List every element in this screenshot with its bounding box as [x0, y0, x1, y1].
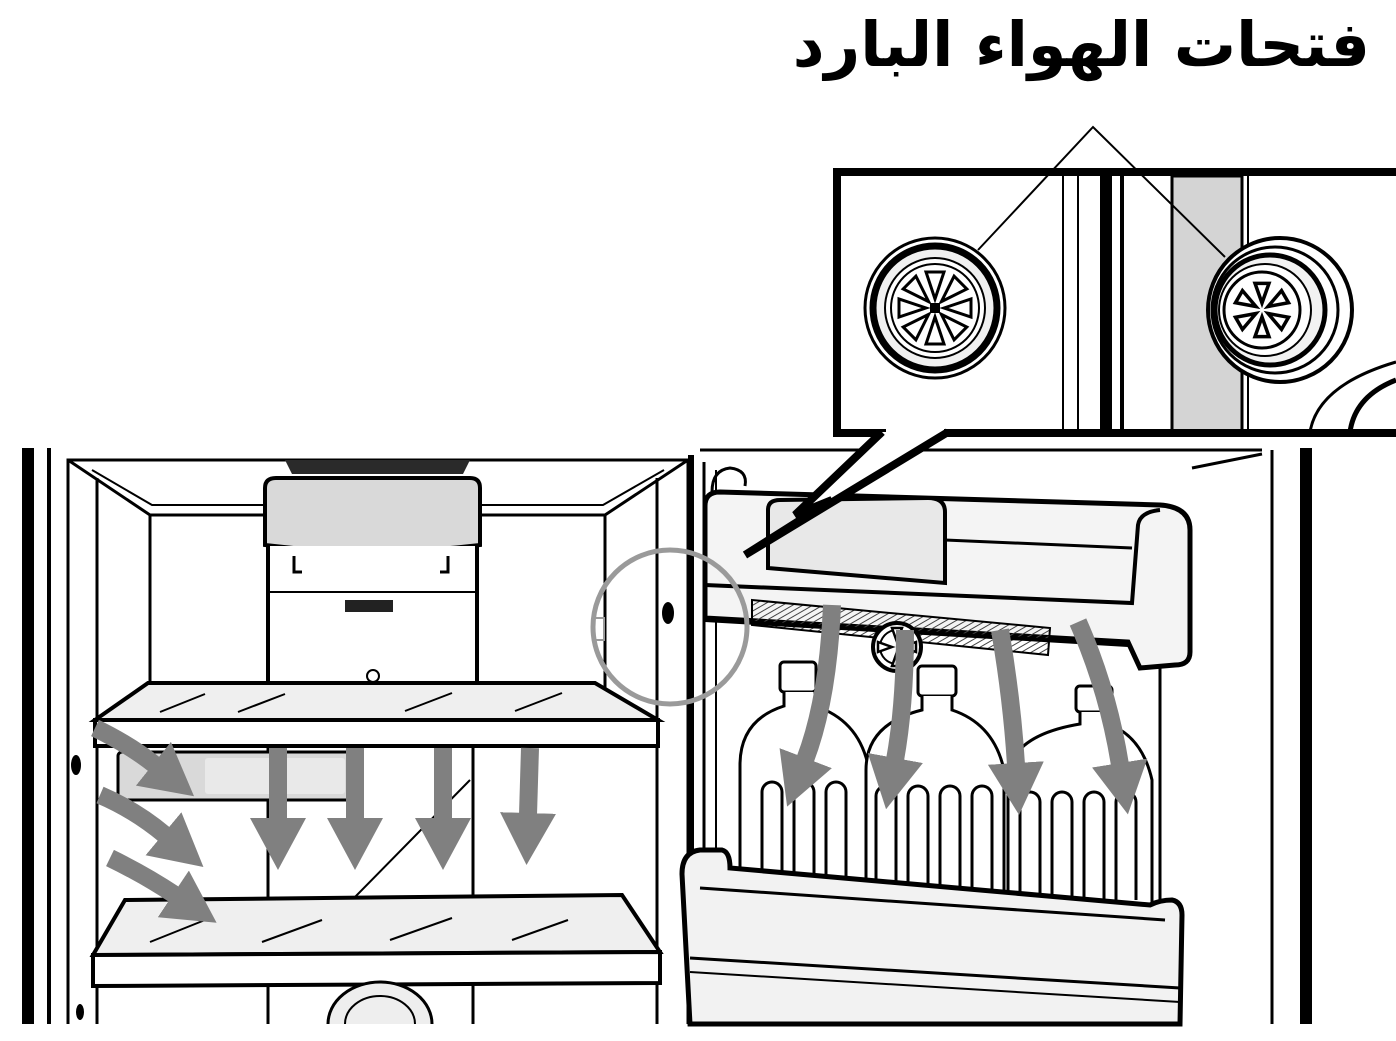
ice-bin-body: [268, 546, 477, 684]
airflow-arrow: [528, 748, 530, 815]
ice-maker-top: [285, 460, 470, 474]
door-gasket-right: [1300, 448, 1312, 1024]
gasket-seam: [1100, 176, 1112, 431]
vent-ring: [1219, 264, 1311, 356]
glass-shelf-upper: [95, 683, 658, 746]
door-dairy-bin: [705, 492, 1190, 671]
shelf-surface: [95, 683, 658, 720]
bottle-cap: [918, 666, 956, 696]
ice-bin-label-plate: [345, 600, 393, 612]
left-vent-icon: [865, 238, 1005, 378]
shelf-surface: [93, 895, 660, 955]
vent-hub: [930, 303, 940, 313]
door-top-bevel: [1192, 454, 1262, 468]
bottles: [740, 662, 1152, 904]
ice-bin: [265, 460, 480, 684]
door-hook: [712, 468, 745, 492]
callout-label: فتحات الهواء البارد: [793, 6, 1370, 84]
bottle-cap: [780, 662, 816, 692]
airflow-arrow: [110, 858, 175, 895]
cabinet-edge: [22, 448, 34, 1024]
right-vent-icon: [1208, 238, 1352, 382]
glass-shelf-lower: [93, 895, 660, 986]
bottle-body: [866, 696, 1004, 902]
door-knob: [662, 602, 674, 624]
bottle: [866, 666, 1004, 902]
highlight-circle: [593, 550, 747, 704]
hinge-mark-lower: [76, 1004, 84, 1020]
ice-bin-upper: [265, 478, 480, 552]
inset-detail: [745, 127, 1396, 555]
round-container: [328, 982, 432, 1024]
bottle: [1008, 686, 1152, 904]
highlight-tick: [596, 618, 604, 640]
ice-bin-button: [367, 670, 379, 682]
shelf-front-edge: [95, 720, 658, 746]
shelf-reflection-line: [355, 780, 470, 897]
bottle-body: [1008, 712, 1152, 904]
airflow-arrow: [895, 630, 905, 760]
hinge-mark-upper: [71, 755, 81, 775]
